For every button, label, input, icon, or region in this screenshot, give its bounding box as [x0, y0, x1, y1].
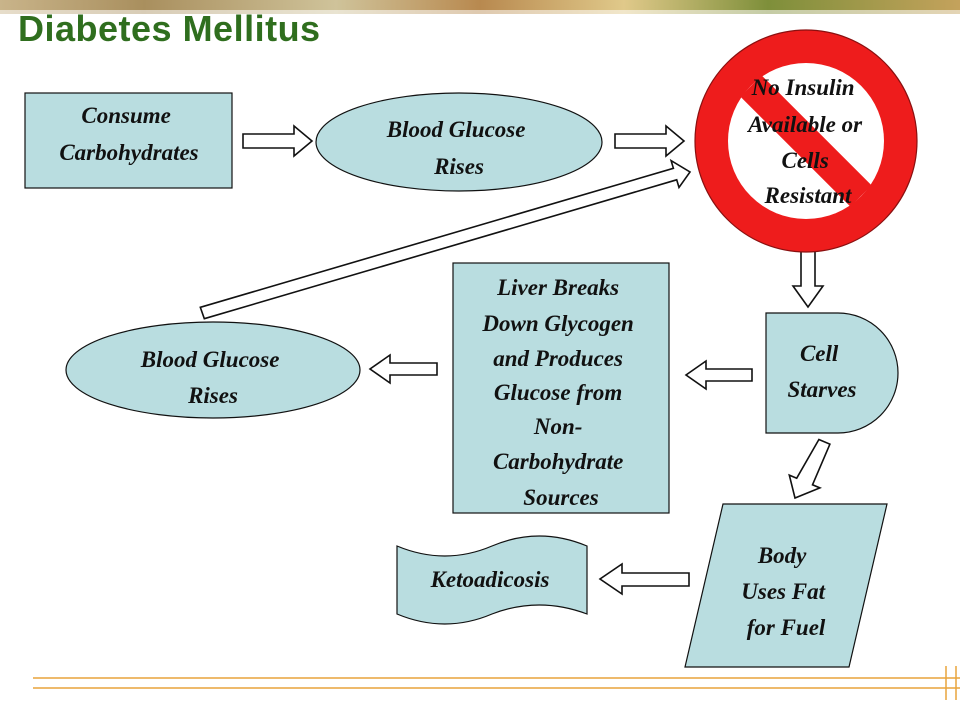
glucose-1-line-2: Rises: [433, 154, 484, 179]
liver-line-3: and Produces: [493, 346, 623, 371]
svg-text:Blood Glucose Rises: Blood Glucose Rises: [386, 117, 531, 179]
liver-line-5: Non-: [533, 414, 583, 439]
cell-starves-line-1: Cell: [800, 341, 839, 366]
glucose-1-line-1: Blood Glucose: [386, 117, 526, 142]
liver-line-7: Sources: [523, 485, 598, 510]
node-blood-glucose-rises-lower: Blood Glucose Rises: [65, 321, 361, 419]
arrow-body-fat-to-ketoacidosis: [598, 562, 690, 596]
footer-decoration: [33, 666, 960, 700]
node-ketoacidosis: Ketoadicosis: [396, 535, 588, 625]
cell-starves-shape: [765, 312, 899, 434]
page-title: Diabetes Mellitus: [18, 8, 321, 49]
cell-starves-line-2: Starves: [788, 377, 857, 402]
consume-box: [24, 92, 233, 189]
arrow-cell-starves-to-body-fat: [788, 438, 831, 500]
svg-text:Consume Carbohydrates: Consume Carbohydrates: [59, 103, 198, 165]
no-insulin-line-1: No Insulin: [751, 75, 855, 100]
node-liver: Liver Breaks Down Glycogen and Produces …: [452, 262, 670, 514]
node-cell-starves: Cell Starves: [765, 312, 899, 434]
body-fat-shape: [684, 503, 888, 668]
node-consume-carbohydrates: Consume Carbohydrates: [24, 92, 233, 189]
liver-line-1: Liver Breaks: [496, 275, 619, 300]
ketoacidosis-shape: [396, 535, 588, 625]
consume-line-1: Consume: [81, 103, 170, 128]
node-blood-glucose-rises-top: Blood Glucose Rises: [315, 92, 603, 192]
body-fat-line-3: for Fuel: [747, 615, 826, 640]
node-no-insulin: No Insulin Available or Cells Resistant: [694, 29, 918, 253]
svg-text:Ketoadicosis: Ketoadicosis: [430, 567, 550, 592]
svg-text:No Insulin Available or: No Insulin Available or Cells Resistant: [746, 75, 868, 208]
liver-line-4: Glucose from: [494, 380, 622, 405]
body-fat-line-2: Uses Fat: [741, 579, 825, 604]
decorative-banner: [0, 0, 960, 14]
body-fat-line-1: Body: [757, 543, 807, 568]
no-insulin-line-2: Available or: [746, 112, 863, 137]
no-insulin-line-3: Cells: [781, 148, 828, 173]
arrow-glucose-2-to-no-insulin: [199, 158, 692, 320]
arrow-liver-to-glucose-2: [368, 353, 438, 385]
liver-line-2: Down Glycogen: [481, 311, 633, 336]
svg-text:Body Uses Fat for: Body Uses Fat for Fuel: [741, 543, 830, 640]
no-insulin-line-4: Resistant: [764, 183, 853, 208]
glucose-2-line-2: Rises: [187, 383, 238, 408]
glucose-1-ellipse: [315, 92, 603, 192]
svg-text:Liver Breaks Down Glycog: Liver Breaks Down Glycogen and Produces …: [481, 275, 639, 510]
liver-box: [452, 262, 670, 514]
node-body-uses-fat: Body Uses Fat for Fuel: [684, 503, 888, 668]
glucose-2-ellipse: [65, 321, 361, 419]
arrow-cell-starves-to-liver: [684, 359, 753, 391]
svg-text:Blood Glucose Rises: Blood Glucose Rises: [140, 347, 285, 408]
ketoacidosis-line-1: Ketoadicosis: [430, 567, 550, 592]
consume-line-2: Carbohydrates: [59, 140, 198, 165]
glucose-2-line-1: Blood Glucose: [140, 347, 280, 372]
liver-line-6: Carbohydrate: [493, 449, 623, 474]
arrow-consume-to-glucose-1: [242, 124, 314, 158]
arrow-glucose-1-to-no-insulin: [614, 124, 686, 158]
no-insulin-slash: [740, 75, 872, 207]
svg-text:Cell Starves: Cell Starves: [788, 341, 857, 402]
arrow-no-insulin-to-cell-starves: [791, 249, 825, 309]
